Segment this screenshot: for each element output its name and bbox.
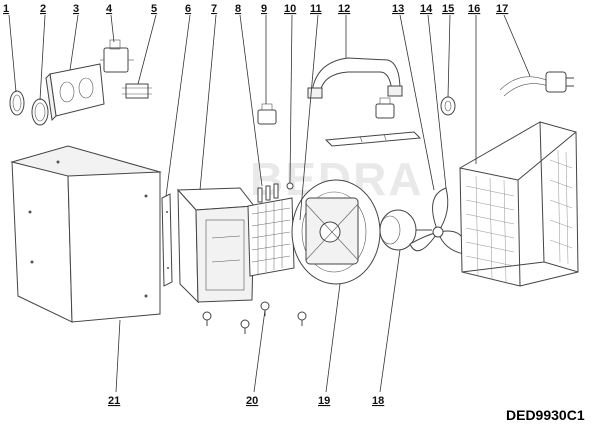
part-label-16: 16 xyxy=(468,3,480,15)
part-label-7: 7 xyxy=(211,3,217,15)
part-label-9: 9 xyxy=(261,3,267,15)
part-label-20: 20 xyxy=(246,395,258,407)
part-rear-grille-drawing xyxy=(459,121,579,287)
part-label-13: 13 xyxy=(392,3,404,15)
part-small-screw-drawing xyxy=(286,182,294,190)
part-power-cord-drawing xyxy=(499,71,574,97)
part-switch-drawing xyxy=(100,39,134,73)
leader-lines xyxy=(8,14,531,393)
part-label-21: 21 xyxy=(108,395,120,407)
part-label-14: 14 xyxy=(420,3,433,15)
part-label-6: 6 xyxy=(185,3,191,15)
part-number-labels: 1 2 3 4 5 6 7 8 9 10 11 12 13 14 15 16 1… xyxy=(3,3,508,407)
part-label-3: 3 xyxy=(73,3,79,15)
part-label-5: 5 xyxy=(151,3,157,15)
part-label-2: 2 xyxy=(40,3,46,15)
part-label-1: 1 xyxy=(3,3,9,15)
part-motor-drawing xyxy=(379,209,432,251)
part-clip-left-drawing xyxy=(257,103,277,125)
part-ring-small-drawing xyxy=(9,90,25,116)
part-label-17: 17 xyxy=(496,3,508,15)
part-screws-drawing xyxy=(202,301,307,334)
part-handle-rail-drawing xyxy=(324,131,422,147)
part-label-10: 10 xyxy=(284,3,296,15)
part-handle-drawing xyxy=(307,57,403,99)
part-bushing-drawing xyxy=(440,96,456,116)
part-gasket-drawing xyxy=(161,193,173,287)
part-label-19: 19 xyxy=(318,395,330,407)
part-heating-element-drawing xyxy=(247,183,295,277)
part-control-plate-drawing xyxy=(45,63,105,122)
part-label-11: 11 xyxy=(310,3,322,15)
part-label-18: 18 xyxy=(372,395,384,407)
part-fan-shroud-drawing xyxy=(291,179,381,285)
part-thermostat-drawing xyxy=(122,83,152,99)
part-ring-large-drawing xyxy=(31,98,49,126)
model-code: DED9930C1 xyxy=(506,407,585,423)
part-clip-right-drawing xyxy=(375,97,395,119)
part-label-4: 4 xyxy=(106,3,113,15)
part-label-8: 8 xyxy=(235,3,241,15)
part-label-12: 12 xyxy=(338,3,350,15)
part-front-frame-drawing xyxy=(176,187,255,304)
part-housing-drawing xyxy=(10,145,162,323)
part-label-15: 15 xyxy=(442,3,454,15)
